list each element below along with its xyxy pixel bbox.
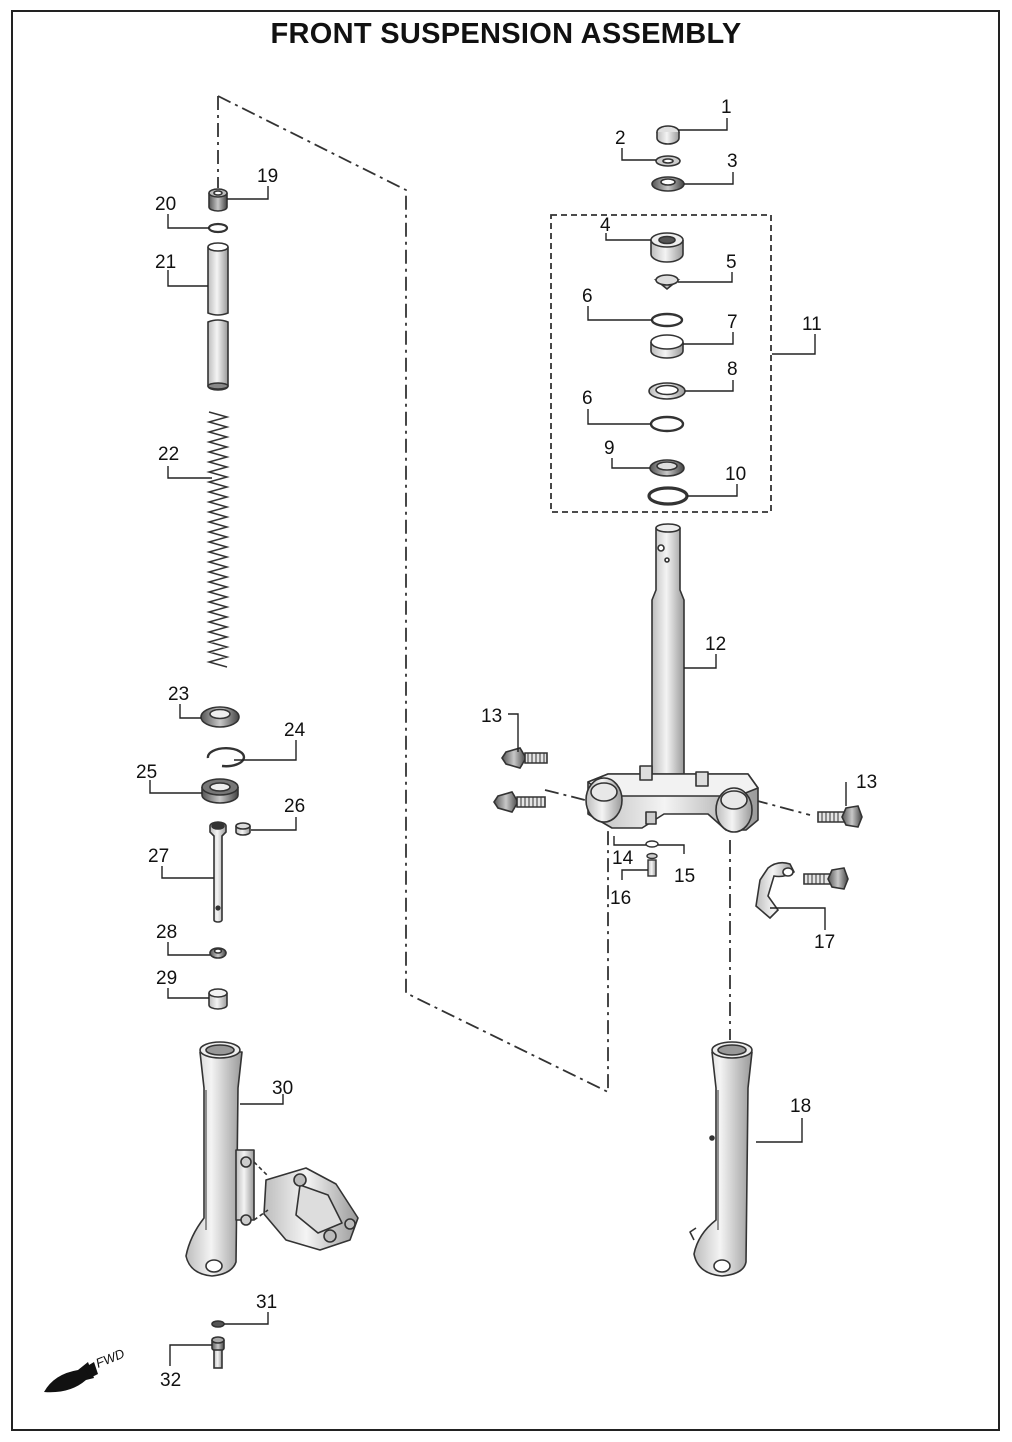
callout-13b: 13 xyxy=(856,772,877,793)
part-18-right-bottom-case xyxy=(689,1041,753,1277)
part-6-steel-ball-ring-upper xyxy=(650,312,684,328)
callout-6b: 6 xyxy=(582,388,593,409)
part-27-damper-rod xyxy=(209,821,227,923)
callout-19: 19 xyxy=(257,166,278,187)
part-10-dust-seal xyxy=(647,486,689,506)
part-14-15-16-hardware xyxy=(645,840,659,877)
callout-29: 29 xyxy=(156,968,177,989)
part-8-bearing-race xyxy=(648,382,686,400)
callout-2: 2 xyxy=(615,128,626,149)
part-1-top-nut xyxy=(656,125,680,145)
part-30-left-bottom-case xyxy=(185,1041,255,1277)
part-23-oil-seal xyxy=(200,706,240,728)
bearing-kit-box xyxy=(550,214,772,513)
part-12-steering-stem xyxy=(585,523,759,833)
part-30-brake-caliper xyxy=(253,1161,359,1251)
part-26-piston-ring xyxy=(235,822,251,836)
part-9-bottom-race xyxy=(649,459,685,477)
callout-1: 1 xyxy=(721,97,732,118)
callout-8: 8 xyxy=(727,359,738,380)
part-13-pinch-bolt-right xyxy=(817,805,863,828)
callout-21: 21 xyxy=(155,252,176,273)
callout-5: 5 xyxy=(726,252,737,273)
callout-30: 30 xyxy=(272,1078,293,1099)
callout-10: 10 xyxy=(725,464,746,485)
callout-11: 11 xyxy=(802,314,822,335)
callout-25: 25 xyxy=(136,762,157,783)
part-21-spacer-tube xyxy=(207,242,229,391)
callout-16: 16 xyxy=(610,888,631,909)
callout-26: 26 xyxy=(284,796,305,817)
callout-4: 4 xyxy=(600,215,611,236)
assembly-guide-lines xyxy=(217,95,811,1094)
callout-17: 17 xyxy=(814,932,835,953)
callout-32: 32 xyxy=(160,1370,181,1391)
part-3-adjust-nut xyxy=(651,176,685,192)
fwd-arrow-icon: FWD xyxy=(44,1346,127,1393)
callout-20: 20 xyxy=(155,194,176,215)
callout-leader-lines xyxy=(149,118,847,1366)
part-29-oil-lock-piece xyxy=(208,988,228,1010)
callout-12: 12 xyxy=(705,634,726,655)
callout-28: 28 xyxy=(156,922,177,943)
part-19-fork-bolt xyxy=(208,188,228,212)
part-13-pinch-bolt-lower-left xyxy=(493,791,546,813)
part-20-o-ring xyxy=(207,222,229,234)
callout-6a: 6 xyxy=(582,286,593,307)
diagram-title: FRONT SUSPENSION ASSEMBLY xyxy=(270,18,742,50)
callout-9: 9 xyxy=(604,438,615,459)
callout-numbers: 1 2 3 4 5 6 6 7 8 9 10 11 12 13 13 14 15… xyxy=(136,97,877,1391)
callout-14: 14 xyxy=(612,848,634,869)
fwd-label: FWD xyxy=(94,1346,127,1371)
callout-3: 3 xyxy=(727,151,738,172)
part-13-bracket-bolt xyxy=(803,867,849,890)
part-25-fork-seal xyxy=(201,778,239,804)
part-17-hose-bracket xyxy=(755,861,796,920)
part-2-lock-washer xyxy=(655,155,681,167)
page-border xyxy=(11,10,1000,1431)
part-24-circlip xyxy=(206,747,246,768)
callout-27: 27 xyxy=(148,846,169,867)
callout-23: 23 xyxy=(168,684,189,705)
part-13-pinch-bolt-upper-left xyxy=(501,747,548,769)
callout-13a: 13 xyxy=(481,706,502,727)
callout-18: 18 xyxy=(790,1096,811,1117)
callout-24: 24 xyxy=(284,720,306,741)
part-22-fork-spring xyxy=(206,411,230,668)
part-5-ball-cone xyxy=(653,274,681,291)
part-6-steel-ball-ring-lower xyxy=(649,415,685,433)
part-7-ball-race xyxy=(650,334,684,359)
part-31-drain-washer xyxy=(211,1320,225,1328)
callout-15: 15 xyxy=(674,866,695,887)
callout-31: 31 xyxy=(256,1292,277,1313)
callout-7: 7 xyxy=(727,312,738,333)
part-28-rebound-spring xyxy=(209,947,227,959)
part-4-top-cone-race xyxy=(650,232,684,263)
part-32-drain-bolt xyxy=(211,1336,225,1369)
callout-22: 22 xyxy=(158,444,179,465)
